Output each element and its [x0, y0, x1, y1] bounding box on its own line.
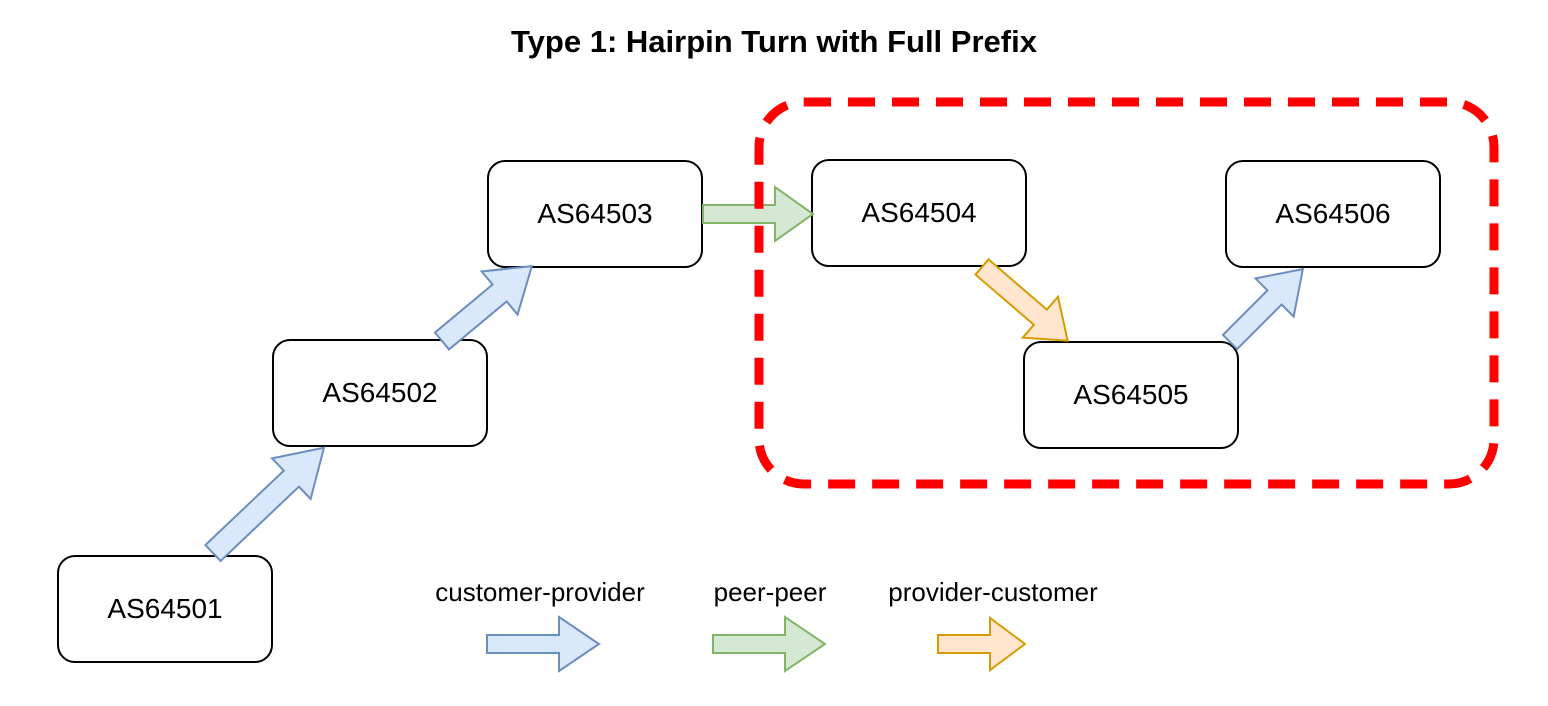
node-as64506: AS64506 [1225, 160, 1441, 268]
legend-label-customer-provider: customer-provider [435, 577, 645, 607]
edge-as64501-as64502-customer-provider-arrow [204, 446, 326, 563]
legend-label-provider-customer: provider-customer [888, 577, 1098, 607]
node-as64505-label: AS64505 [1073, 379, 1189, 410]
node-as64506-label: AS64506 [1275, 198, 1391, 229]
node-as64504-label: AS64504 [861, 197, 977, 228]
legend-label-peer-peer: peer-peer [713, 577, 827, 607]
node-as64504: AS64504 [811, 159, 1027, 267]
node-as64502-label: AS64502 [322, 377, 438, 408]
node-as64501: AS64501 [57, 555, 273, 663]
legend-peer-peer-arrow-icon [712, 615, 827, 673]
legend-provider-customer-arrow-icon [937, 616, 1027, 672]
legend-customer-provider-arrow-icon [486, 615, 601, 673]
node-as64502: AS64502 [272, 339, 488, 447]
node-as64503: AS64503 [487, 160, 703, 268]
node-as64501-label: AS64501 [107, 593, 223, 624]
edge-as64503-as64504-peer-peer-arrow [702, 185, 815, 243]
diagram-title: Type 1: Hairpin Turn with Full Prefix [511, 24, 1037, 59]
node-as64503-label: AS64503 [537, 198, 653, 229]
node-as64505: AS64505 [1023, 341, 1239, 449]
